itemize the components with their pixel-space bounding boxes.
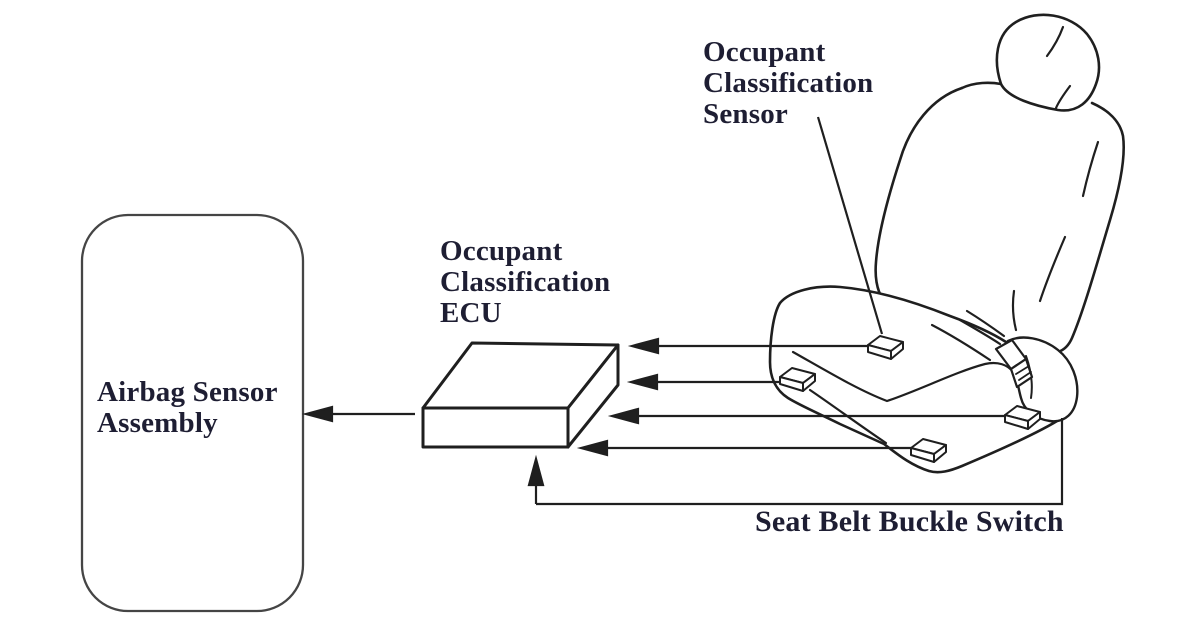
ecu-to-airbag-arrow — [301, 405, 415, 423]
buckle-switch-wire — [536, 418, 1064, 506]
occupant-classification-sensor-2 — [779, 367, 816, 392]
sensor-signal-arrow-3 — [607, 407, 1004, 425]
airbag-assembly-label: Airbag Sensor Assembly — [97, 376, 278, 439]
sensor-signal-arrow-2 — [626, 373, 779, 391]
ecu-box-side — [566, 343, 620, 449]
ecu-label: Occupant Classification ECU — [440, 235, 611, 329]
ecu-box-front — [421, 406, 570, 449]
buckle-switch-arrow — [527, 454, 545, 504]
occupant-sensor-label: Occupant Classification Sensor — [703, 36, 874, 130]
seat-illustration — [768, 13, 1125, 474]
buckle-switch-label: Seat Belt Buckle Switch — [755, 505, 1064, 538]
sensor-signal-arrow-4 — [576, 439, 911, 457]
sensor-label-leader-line — [816, 116, 884, 335]
occupant-classification-sensor-3 — [1004, 405, 1041, 430]
occupant-classification-sensor-4 — [910, 438, 947, 463]
seat-belt — [958, 309, 1006, 346]
ecu-box — [421, 341, 620, 449]
occupant-classification-sensor-1 — [867, 335, 904, 360]
seat-belt-buckle — [994, 338, 1034, 389]
airbag-assembly-box — [80, 213, 305, 613]
headrest — [995, 13, 1101, 112]
sensor-signal-arrow-1 — [627, 337, 869, 355]
